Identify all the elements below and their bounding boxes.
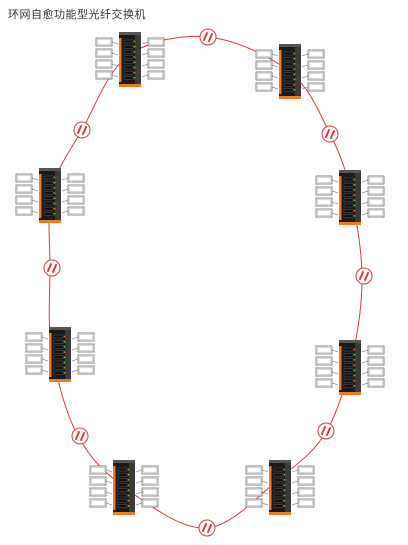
terminal-device-icon: [245, 465, 269, 475]
terminal-device-icon: [255, 82, 279, 92]
terminal-device-icon: [361, 197, 385, 207]
terminal-device-icon: [141, 37, 165, 47]
terminal-device-icon: [255, 60, 279, 70]
terminal-device-icon: [315, 186, 339, 196]
industrial-switch-icon: [25, 327, 95, 382]
fiber-link-icon: [43, 259, 61, 277]
terminal-device-icon: [89, 476, 113, 486]
fiber-link-icon: [199, 28, 217, 46]
fiber-link-icon: [73, 121, 91, 139]
terminal-device-icon: [315, 208, 339, 218]
terminal-device-icon: [71, 332, 95, 342]
terminal-device-icon: [291, 476, 315, 486]
terminal-device-icon: [25, 365, 49, 375]
terminal-device-icon: [61, 206, 85, 216]
terminal-device-icon: [89, 487, 113, 497]
terminal-device-icon: [61, 173, 85, 183]
fiber-link-icon: [198, 519, 216, 537]
terminal-device-icon: [315, 356, 339, 366]
terminal-device-icon: [315, 345, 339, 355]
terminal-device-icon: [361, 367, 385, 377]
terminal-device-icon: [315, 378, 339, 388]
terminal-device-icon: [71, 343, 95, 353]
terminal-device-icon: [15, 206, 39, 216]
terminal-device-icon: [89, 498, 113, 508]
fiber-link-icon: [317, 422, 335, 440]
terminal-device-icon: [71, 365, 95, 375]
terminal-device-icon: [291, 465, 315, 475]
terminal-device-icon: [15, 184, 39, 194]
terminal-device-icon: [291, 487, 315, 497]
terminal-device-icon: [61, 184, 85, 194]
terminal-device-icon: [301, 82, 325, 92]
industrial-switch-icon: [89, 460, 159, 515]
terminal-device-icon: [95, 48, 119, 58]
industrial-switch-icon: [245, 460, 315, 515]
terminal-device-icon: [135, 487, 159, 497]
terminal-device-icon: [95, 59, 119, 69]
terminal-device-icon: [315, 175, 339, 185]
industrial-switch-icon: [255, 44, 325, 99]
terminal-device-icon: [71, 354, 95, 364]
terminal-device-icon: [361, 345, 385, 355]
fiber-ring: [48, 35, 363, 529]
terminal-device-icon: [95, 37, 119, 47]
terminal-device-icon: [301, 71, 325, 81]
terminal-device-icon: [361, 208, 385, 218]
terminal-device-icon: [25, 343, 49, 353]
industrial-switch-icon: [95, 32, 165, 87]
terminal-device-icon: [361, 356, 385, 366]
terminal-device-icon: [95, 70, 119, 80]
terminal-device-icon: [245, 476, 269, 486]
terminal-device-icon: [315, 197, 339, 207]
terminal-device-icon: [361, 378, 385, 388]
terminal-device-icon: [141, 70, 165, 80]
terminal-device-icon: [141, 59, 165, 69]
diagram-title: 环网自愈功能型光纤交换机: [8, 8, 146, 21]
terminal-device-icon: [255, 49, 279, 59]
industrial-switch-icon: [315, 340, 385, 395]
terminal-device-icon: [25, 354, 49, 364]
terminal-device-icon: [15, 195, 39, 205]
terminal-device-icon: [255, 71, 279, 81]
terminal-device-icon: [361, 186, 385, 196]
terminal-device-icon: [15, 173, 39, 183]
terminal-device-icon: [291, 498, 315, 508]
terminal-device-icon: [89, 465, 113, 475]
ring-fiber-line: [48, 35, 363, 529]
terminal-device-icon: [245, 498, 269, 508]
terminal-device-icon: [61, 195, 85, 205]
fiber-link-icon: [71, 427, 89, 445]
terminal-device-icon: [135, 498, 159, 508]
terminal-device-icon: [361, 175, 385, 185]
switch-nodes: [15, 32, 385, 515]
terminal-device-icon: [141, 48, 165, 58]
terminal-device-icon: [135, 465, 159, 475]
industrial-switch-icon: [15, 168, 85, 223]
industrial-switch-icon: [315, 170, 385, 225]
ring-link-markers: [43, 28, 373, 537]
terminal-device-icon: [301, 49, 325, 59]
terminal-device-icon: [245, 487, 269, 497]
fiber-link-icon: [355, 267, 373, 285]
terminal-device-icon: [25, 332, 49, 342]
terminal-device-icon: [315, 367, 339, 377]
terminal-device-icon: [301, 60, 325, 70]
fiber-link-icon: [321, 125, 339, 143]
terminal-device-icon: [135, 476, 159, 486]
